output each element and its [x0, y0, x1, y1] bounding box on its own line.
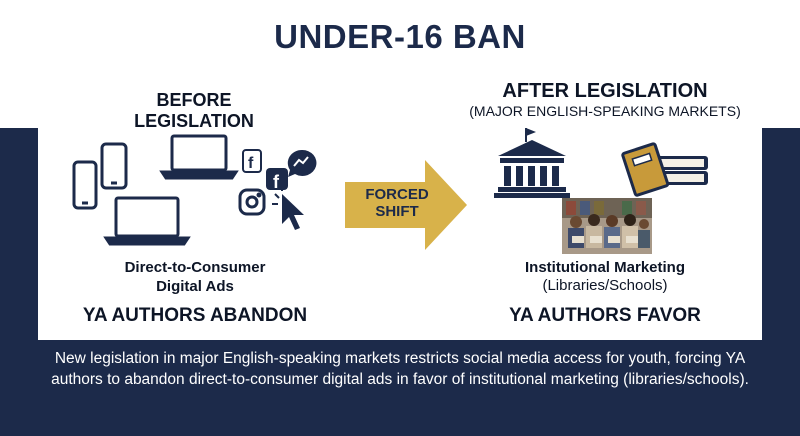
laptop-icon	[159, 134, 239, 180]
forced-shift-arrow	[345, 160, 467, 250]
before-heading: BEFORE LEGISLATION	[134, 90, 254, 131]
facebook-icon: f	[266, 168, 288, 192]
after-verdict: YA AUTHORS FAVOR	[509, 305, 701, 326]
after-channel-sublabel: (Libraries/Schools)	[542, 277, 668, 294]
svg-text:f: f	[248, 155, 254, 172]
students-reading-photo	[562, 198, 652, 254]
laptop-icon	[103, 196, 191, 246]
page-title: UNDER-16 BAN	[274, 18, 526, 55]
digital-ads-icons: f f	[72, 134, 317, 246]
arrow-label: FORCED SHIFT	[352, 186, 442, 220]
library-building-icon	[494, 128, 570, 198]
arrow-label-line1: FORCED	[365, 186, 429, 203]
svg-text:f: f	[273, 172, 280, 192]
after-heading: AFTER LEGISLATION	[502, 80, 708, 102]
summary-caption: New legislation in major English-speakin…	[51, 350, 749, 388]
arrow-label-line2: SHIFT	[375, 203, 419, 220]
cursor-icon	[272, 186, 304, 230]
messenger-icon	[287, 149, 317, 177]
before-channel-label: Direct-to-Consumer Digital Ads	[95, 258, 295, 296]
smartphone-icon	[100, 142, 128, 190]
smartphone-icon	[72, 160, 98, 210]
institutional-icons	[494, 128, 708, 254]
before-label-line1: Direct-to-Consumer	[124, 259, 266, 276]
instagram-icon	[238, 188, 266, 216]
books-icon	[621, 142, 708, 197]
after-channel-label: Institutional Marketing	[524, 259, 685, 276]
facebook-icon: f	[242, 149, 262, 173]
after-subheading: (MAJOR ENGLISH-SPEAKING MARKETS)	[469, 103, 741, 119]
before-label-line2: Digital Ads	[156, 278, 234, 295]
before-verdict: YA AUTHORS ABANDON	[82, 305, 308, 326]
